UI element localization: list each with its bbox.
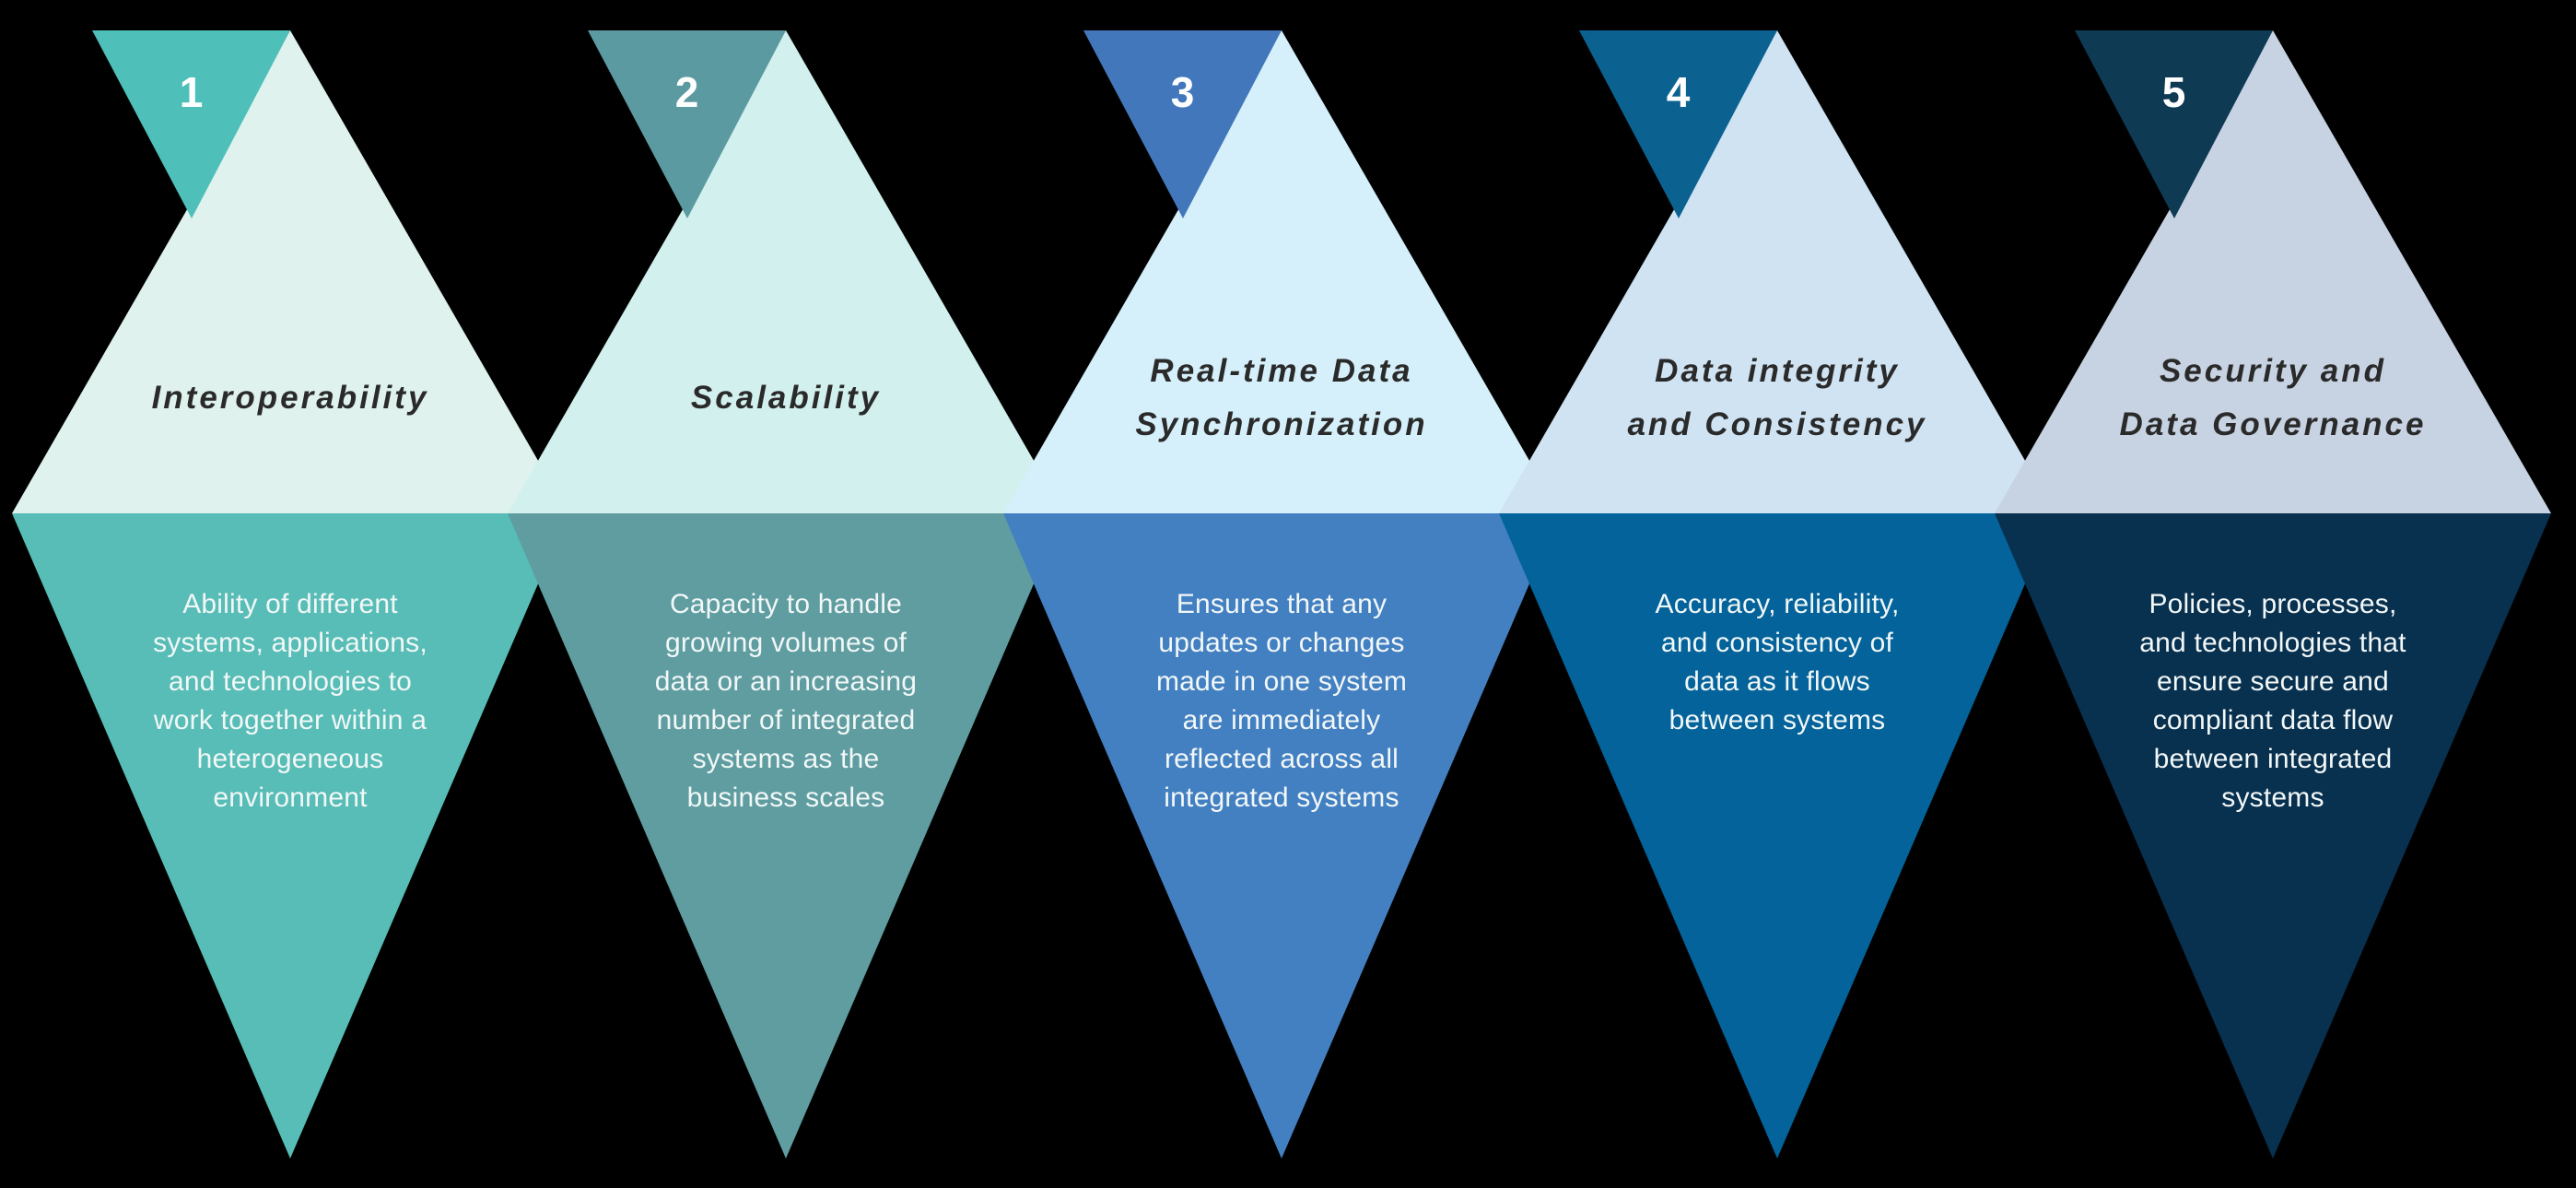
unit-number: 3 [1170, 68, 1196, 116]
unit-title: Data integrity and Consistency [1627, 353, 1927, 442]
unit-title: Interoperability [151, 380, 429, 416]
number-badge-4 [1579, 30, 1777, 218]
number-badge-5 [2075, 30, 2273, 218]
number-badge-1 [92, 30, 290, 218]
unit-number: 4 [1666, 68, 1692, 116]
lower-triangle-2 [508, 513, 1064, 1159]
unit-description: Policies, processes, and technologies th… [2139, 589, 2406, 813]
unit-title: Scalability [690, 380, 882, 416]
unit-number: 5 [2161, 68, 2187, 116]
upper-triangle-1 [12, 30, 568, 513]
unit-description: Ensures that any updates or changes made… [1155, 589, 1408, 813]
unit-title: Real-time Data Synchronization [1135, 353, 1428, 442]
upper-triangle-5 [1995, 30, 2551, 513]
upper-triangle-4 [1499, 30, 2055, 513]
lower-triangle-5 [1995, 513, 2551, 1159]
unit-number: 1 [179, 68, 205, 116]
upper-triangle-3 [1003, 30, 1560, 513]
number-badge-3 [1083, 30, 1282, 218]
unit-title: Security and Data Governance [2119, 353, 2427, 442]
lower-triangle-1 [12, 513, 568, 1159]
upper-triangle-2 [508, 30, 1064, 513]
unit-number: 2 [674, 68, 700, 116]
lower-triangle-4 [1499, 513, 2055, 1159]
lower-triangle-3 [1003, 513, 1560, 1159]
unit-description: Accuracy, reliability, and consistency o… [1655, 589, 1900, 735]
unit-description: Ability of different systems, applicatio… [153, 589, 427, 813]
unit-description: Capacity to handle growing volumes of da… [654, 589, 918, 813]
number-badge-2 [588, 30, 786, 218]
